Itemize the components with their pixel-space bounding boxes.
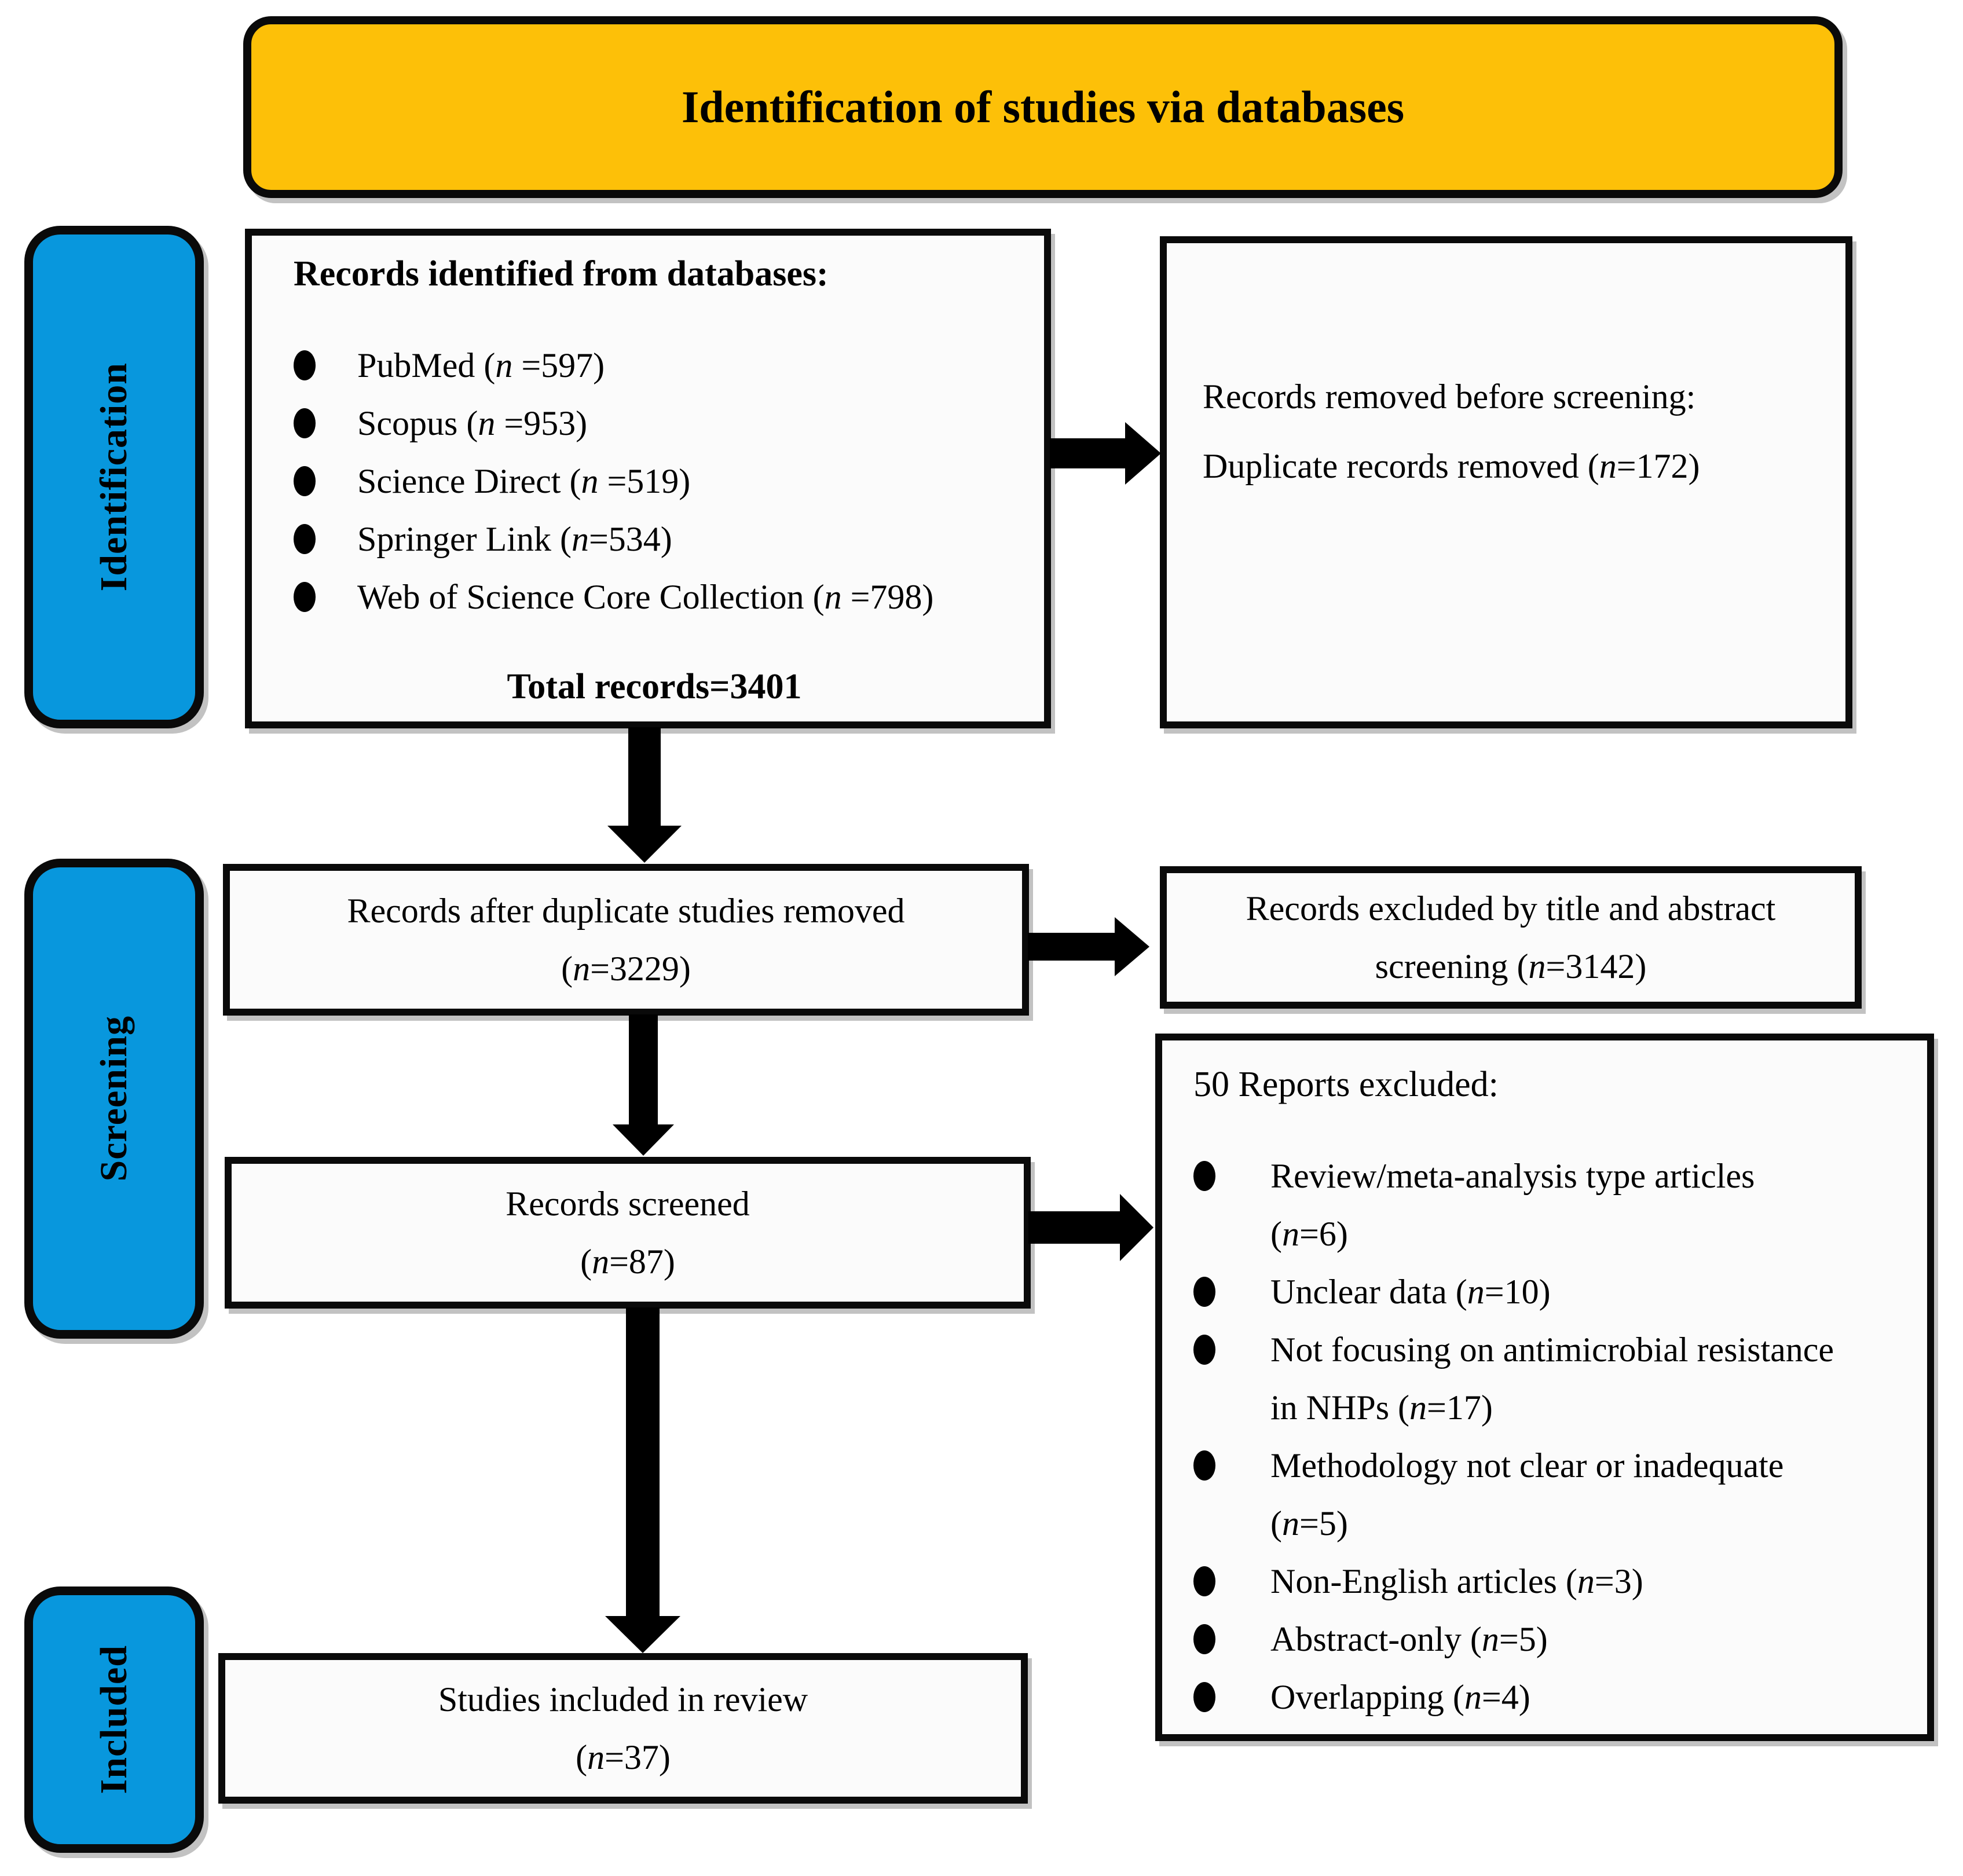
bullet-icon (1193, 1450, 1215, 1481)
bullet-icon (1193, 1566, 1215, 1596)
list-item: Scopus (n =953) (294, 394, 1015, 452)
stage-included-label: Included (93, 1645, 135, 1794)
total-records: Total records=3401 (507, 667, 802, 706)
afterdup-line1: Records after duplicate studies removed (347, 892, 905, 930)
excluded-ta-line1: Records excluded by title and abstract (1246, 889, 1776, 928)
box-reports-excluded: 50 Reports excluded: Review/meta-analysi… (1155, 1034, 1934, 1741)
bullet-icon (294, 408, 316, 438)
list-item: Abstract-only (n=5) (1193, 1610, 1904, 1668)
box-records-excluded-title-abstract: Records excluded by title and abstract s… (1160, 866, 1862, 1009)
removed-line1: Records removed before screening: (1203, 378, 1696, 416)
screened-line2: (n=87) (580, 1243, 675, 1281)
list-item: Review/meta-analysis type articles (n=6) (1193, 1147, 1904, 1263)
removed-line2: Duplicate records removed (n=172) (1203, 447, 1700, 485)
box-records-screened: Records screened (n=87) (225, 1157, 1031, 1309)
bullet-icon (294, 582, 316, 612)
bullet-icon (294, 350, 316, 380)
banner-identification-via-databases: Identification of studies via databases (243, 16, 1843, 198)
list-item: Methodology not clear or inadequate (n=5… (1193, 1437, 1904, 1552)
screened-line1: Records screened (506, 1185, 750, 1223)
list-item: Springer Link (n=534) (294, 510, 1015, 568)
stage-included: Included (24, 1586, 204, 1853)
stage-identification-label: Identification (93, 362, 135, 592)
bullet-icon (1193, 1335, 1215, 1365)
bullet-icon (294, 524, 316, 554)
bullet-icon (1193, 1624, 1215, 1654)
included-review-line1: Studies included in review (438, 1680, 808, 1719)
box-records-removed-before-screening: Records removed before screening: Duplic… (1160, 236, 1852, 728)
bullet-icon (1193, 1161, 1215, 1191)
list-item: Non-English articles (n=3) (1193, 1552, 1904, 1610)
box-studies-included-in-review: Studies included in review (n=37) (218, 1653, 1028, 1804)
box-records-identified: Records identified from databases: PubMe… (245, 229, 1051, 728)
list-item: Web of Science Core Collection (n =798) (294, 568, 1015, 626)
excluded-ta-line2: screening (n=3142) (1375, 947, 1647, 985)
list-item: Overlapping (n=4) (1193, 1668, 1904, 1726)
list-item: PubMed (n =597) (294, 336, 1015, 394)
database-list: PubMed (n =597) Scopus (n =953) Science … (294, 336, 1015, 626)
list-item: Not focusing on antimicrobial resistance… (1193, 1321, 1904, 1437)
list-item: Unclear data (n=10) (1193, 1263, 1904, 1321)
reports-excluded-title: 50 Reports excluded: (1193, 1065, 1499, 1104)
stage-identification: Identification (24, 226, 204, 728)
afterdup-line2: (n=3229) (561, 950, 691, 988)
banner-title: Identification of studies via databases (681, 82, 1405, 132)
stage-screening-label: Screening (93, 1016, 135, 1182)
bullet-icon (1193, 1682, 1215, 1712)
exclusion-reason-list: Review/meta-analysis type articles (n=6)… (1193, 1147, 1904, 1726)
bullet-icon (294, 466, 316, 496)
list-item: Science Direct (n =519) (294, 452, 1015, 510)
box-records-after-duplicates-removed: Records after duplicate studies removed … (223, 864, 1029, 1016)
records-identified-title: Records identified from databases: (294, 254, 829, 294)
included-review-line2: (n=37) (576, 1738, 671, 1776)
stage-screening: Screening (24, 859, 204, 1339)
bullet-icon (1193, 1277, 1215, 1307)
